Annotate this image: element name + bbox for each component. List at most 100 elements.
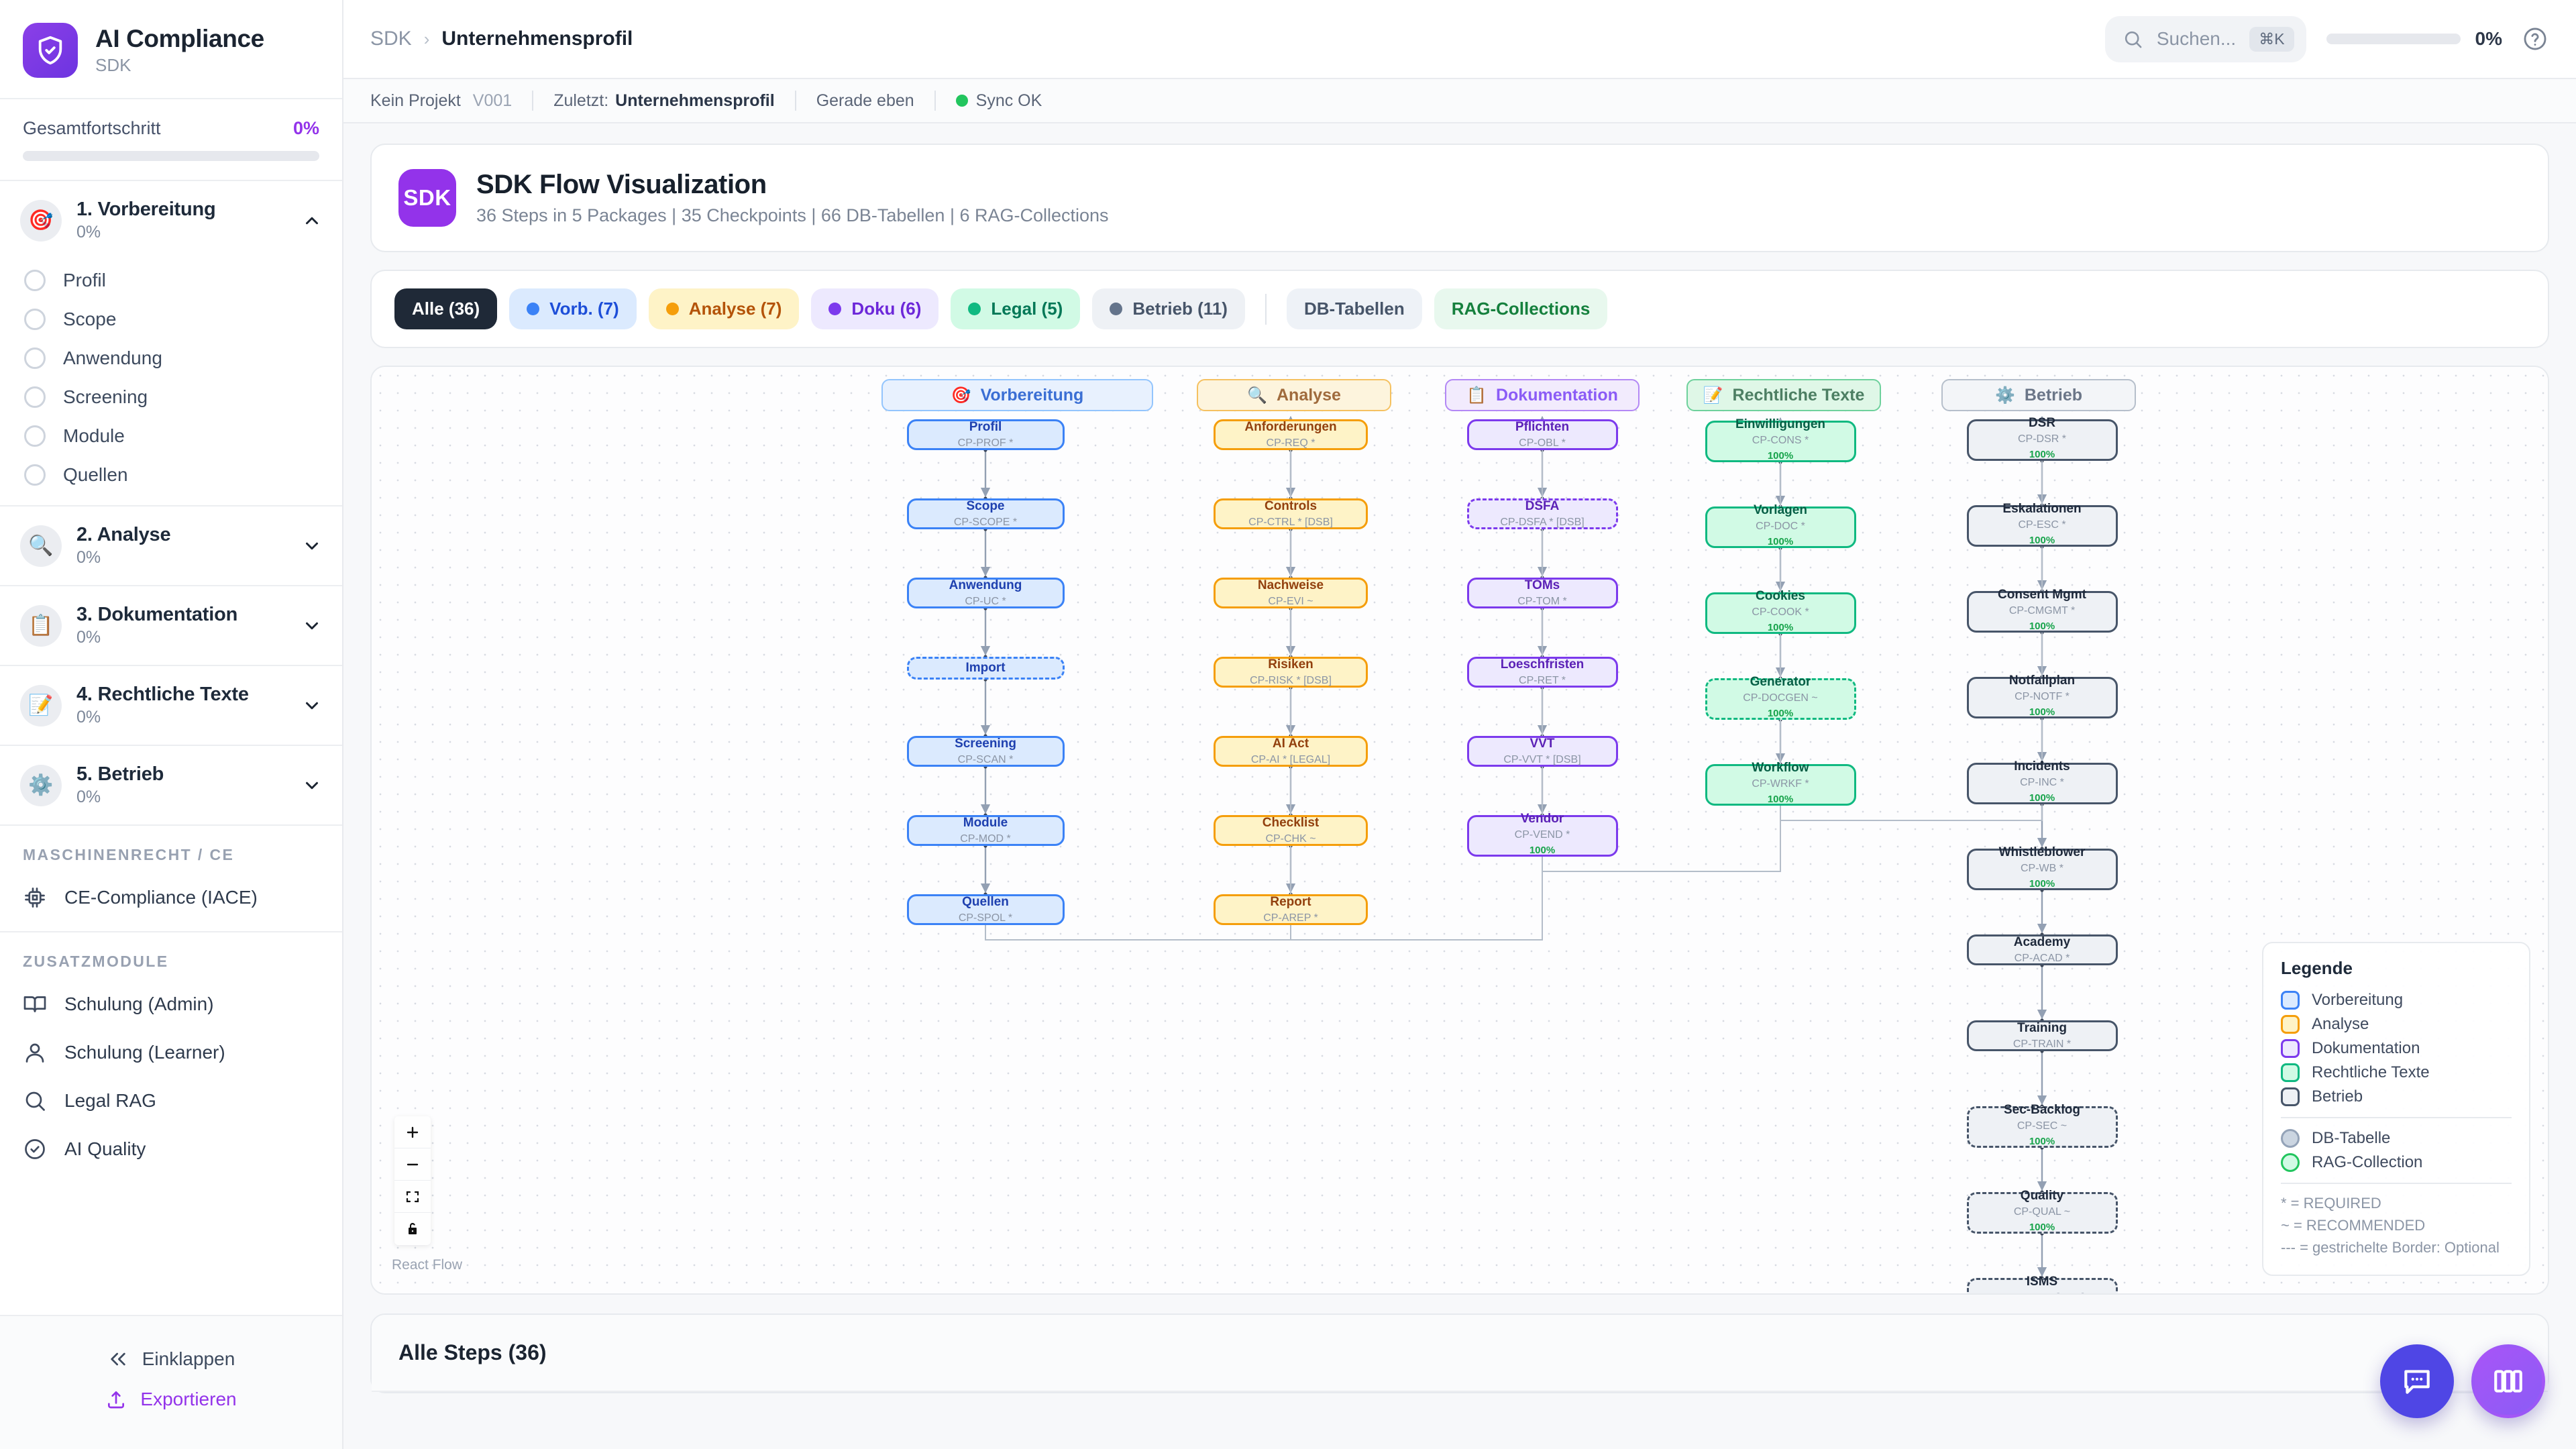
- filter-pill-legal[interactable]: Legal (5): [951, 288, 1081, 329]
- legend-item: Vorbereitung: [2281, 988, 2512, 1012]
- sdk-badge: SDK: [398, 169, 456, 227]
- flow-canvas-card[interactable]: 🎯 Vorbereitung🔍 Analyse📋 Dokumentation📝 …: [370, 366, 2549, 1295]
- sidebar-section-header[interactable]: 📋 3. Dokumentation 0%: [0, 586, 342, 665]
- node-code: CP-PROF *: [957, 437, 1014, 449]
- sidebar-item-anwendung[interactable]: Anwendung: [0, 339, 342, 378]
- fit-view-button[interactable]: [394, 1181, 431, 1213]
- chat-fab-button[interactable]: [2380, 1344, 2454, 1418]
- help-circle-icon[interactable]: [2522, 26, 2548, 52]
- flow-header-card: SDK SDK Flow Visualization 36 Steps in 5…: [370, 144, 2549, 252]
- node-code: CP-WB *: [2021, 863, 2063, 875]
- lock-button[interactable]: [394, 1213, 431, 1245]
- filter-pill-analyse[interactable]: Analyse (7): [648, 288, 800, 329]
- node-code: CP-ACAD *: [2014, 952, 2070, 964]
- sidebar-item-ai-quality[interactable]: AI Quality: [0, 1125, 342, 1173]
- zoom-in-button[interactable]: [394, 1116, 431, 1148]
- search-icon: [2125, 31, 2142, 48]
- filter-pill-alle[interactable]: Alle (36): [394, 288, 498, 329]
- flow-node-import[interactable]: Import: [906, 657, 1065, 680]
- sidebar-section-header[interactable]: 🎯 1. Vorbereitung 0%: [0, 181, 342, 260]
- filter-pill-db-tabellen[interactable]: DB-Tabellen: [1286, 288, 1422, 329]
- sidebar-section-header[interactable]: ⚙️ 5. Betrieb 0%: [0, 746, 342, 824]
- lane-label: Analyse: [1277, 385, 1341, 405]
- filter-pill-rag-collections[interactable]: RAG-Collections: [1434, 288, 1608, 329]
- sidebar-item-ce-compliance[interactable]: CE-Compliance (IACE): [0, 873, 342, 922]
- filter-pill-vorb[interactable]: Vorb. (7): [509, 288, 637, 329]
- node-code: CP-RET *: [1519, 674, 1566, 686]
- panel-fab-button[interactable]: [2471, 1344, 2545, 1418]
- sidebar-section-header[interactable]: 🔍 2. Analyse 0%: [0, 506, 342, 585]
- meta-time: Gerade eben: [816, 91, 914, 110]
- node-code: CP-SCAN *: [957, 753, 1014, 765]
- legend-label: DB-Tabelle: [2312, 1129, 2391, 1147]
- section-emoji-icon: 📝: [20, 684, 62, 727]
- flow-canvas[interactable]: 🎯 Vorbereitung🔍 Analyse📋 Dokumentation📝 …: [372, 367, 2548, 1293]
- main-area: SDK › Unternehmensprofil Suchen... ⌘K 0%: [343, 0, 2576, 1449]
- plus-icon: [407, 1126, 419, 1138]
- sidebar-item-schulung-admin[interactable]: Schulung (Admin): [0, 980, 342, 1028]
- collapse-sidebar-button[interactable]: Einklappen: [0, 1339, 342, 1379]
- search-input[interactable]: Suchen... ⌘K: [2104, 15, 2306, 62]
- sidebar-section-header[interactable]: 📝 4. Rechtliche Texte 0%: [0, 666, 342, 745]
- sidebar-item-schulung-learner[interactable]: Schulung (Learner): [0, 1028, 342, 1077]
- node-code: CP-DOCGEN ~: [1743, 692, 1818, 704]
- sidebar-item-screening[interactable]: Screening: [0, 378, 342, 417]
- user-icon: [25, 1043, 44, 1063]
- lane-emoji-icon: 📝: [1703, 386, 1723, 405]
- node-progress-value: 100%: [2029, 1221, 2055, 1233]
- sidebar-item-legal-rag[interactable]: Legal RAG: [0, 1077, 342, 1125]
- sidebar-item-module[interactable]: Module: [0, 417, 342, 455]
- filter-pill-betrieb[interactable]: Betrieb (11): [1092, 288, 1245, 329]
- sidebar-item-quellen[interactable]: Quellen: [0, 455, 342, 494]
- export-button[interactable]: Exportieren: [0, 1379, 342, 1419]
- sidebar-item-profil[interactable]: Profil: [0, 261, 342, 300]
- filter-pill-label: Vorb. (7): [549, 299, 619, 319]
- legend-item: DB-Tabelle: [2281, 1126, 2512, 1150]
- filter-pill-doku[interactable]: Doku (6): [811, 288, 939, 329]
- pill-dot-icon: [968, 303, 981, 315]
- swimlane-header-betrieb: ⚙️ Betrieb: [1941, 379, 2136, 411]
- sidebar-item-label: Schulung (Admin): [64, 994, 214, 1014]
- sidebar-item-scope[interactable]: Scope: [0, 300, 342, 339]
- sidebar-item-label: CE-Compliance (IACE): [64, 887, 258, 908]
- sidebar-brand[interactable]: AI Compliance SDK: [0, 0, 342, 99]
- zoom-out-button[interactable]: [394, 1148, 431, 1181]
- breadcrumb-root[interactable]: SDK: [370, 28, 412, 50]
- node-title: Training: [2017, 1020, 2067, 1035]
- flow-node-isms[interactable]: ISMSCP-ISMS ~ [DSB]100%: [1966, 1275, 2118, 1293]
